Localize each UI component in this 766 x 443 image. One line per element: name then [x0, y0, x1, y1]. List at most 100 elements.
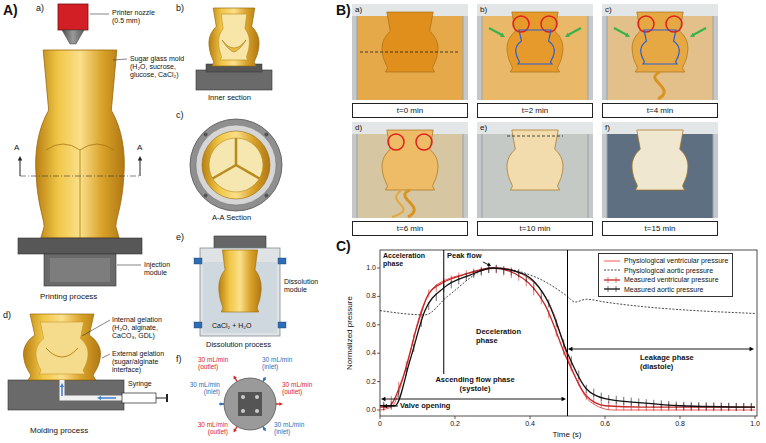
screw-hole [255, 409, 259, 413]
leaflet [46, 348, 78, 357]
leaflet-line [235, 138, 238, 165]
photo-panel: c) [602, 4, 718, 100]
photo-panel: d) [352, 122, 468, 218]
part-label: Syringe [128, 380, 152, 388]
port-connector [194, 258, 202, 264]
flow-rate-label: 30 mL/min (outlet) [198, 356, 240, 371]
panel-letter: f) [605, 123, 610, 132]
photo [352, 4, 468, 100]
syringe-body [122, 393, 156, 403]
tick-mark [380, 416, 381, 419]
error-bar [541, 291, 542, 299]
hydrogel-valve [382, 12, 438, 72]
time-caption: t=0 min [397, 106, 423, 116]
green-arrow [568, 28, 581, 35]
tick-label: 0.0 [366, 406, 376, 414]
inlet-arrow [263, 427, 266, 431]
phase-annotation: Acceleration phase [383, 252, 441, 268]
phase-divider [567, 250, 568, 416]
phase-annotation: Deceleration phase [476, 328, 538, 345]
flow-arrow-head [97, 396, 101, 400]
tick-label: 1.0 [366, 264, 376, 272]
tick-mark [530, 416, 531, 419]
injection-module-face [50, 258, 110, 282]
tick-label: 0.2 [450, 420, 460, 428]
time-caption-box: t=2 min [477, 103, 593, 118]
port-connector [278, 258, 286, 264]
tick-mark [377, 381, 380, 382]
highlight-circle [416, 134, 432, 150]
tank-background [602, 122, 718, 218]
legend-error-bar [608, 277, 609, 283]
inlet-arrow [220, 402, 224, 406]
screw-hole [204, 133, 208, 137]
nozzle-tip [62, 30, 84, 44]
tank-background [477, 122, 593, 218]
panel-letter: c) [605, 5, 612, 14]
highlight-circle [388, 134, 404, 150]
tick-mark [377, 324, 380, 325]
step-caption: Dissolution process [206, 341, 271, 350]
legend-row: Measured ventricular pressure [603, 275, 728, 285]
legend-line [604, 270, 620, 271]
photo [477, 122, 593, 218]
part-label: Sugar glass mold (H₂O, sucrose, glucose,… [130, 55, 192, 79]
panel-label: B) [336, 2, 351, 18]
syringe-plunger [166, 394, 168, 402]
tank-edge [713, 134, 714, 218]
tick-label: 0.2 [366, 378, 376, 386]
legend-line [604, 279, 620, 280]
step-caption: Molding process [30, 426, 88, 435]
tank-background [477, 4, 593, 100]
error-bar [593, 389, 594, 397]
syringe-plunger [156, 398, 166, 399]
photo-panel: b) [477, 4, 593, 100]
legend-line [604, 289, 620, 290]
time-caption: t=6 min [397, 224, 423, 234]
phase-annotation: Ascending flow phase (systole) [419, 376, 531, 393]
tank-edge [463, 16, 464, 100]
flow-rate-label: 30 mL/min (outlet) [282, 381, 326, 396]
mold-section [209, 8, 259, 66]
arrow-head [562, 397, 566, 402]
phase-span-arrow [571, 349, 751, 350]
leader-line [102, 354, 110, 358]
tick-label: 0 [378, 420, 382, 428]
leader-line [90, 14, 109, 15]
phase-divider [443, 250, 444, 374]
time-caption-box: t=0 min [352, 103, 468, 118]
screw-hole [255, 395, 259, 399]
hydrogel-valve [632, 12, 688, 72]
legend-error-bar [608, 286, 609, 292]
subpanel-label: b) [176, 3, 184, 13]
screw-hole [241, 395, 245, 399]
error-bar [488, 265, 489, 273]
section-arrow-head [18, 156, 23, 160]
legend-line [604, 260, 620, 261]
tank-background [602, 4, 718, 100]
green-arrow-head [690, 33, 695, 37]
legend-line-sample [603, 266, 621, 274]
legend-label: Physiological aortic pressure [624, 267, 713, 274]
screw-hole [264, 133, 268, 137]
tick-mark [377, 353, 380, 354]
section-ring [196, 125, 276, 205]
tank-background [352, 4, 468, 100]
error-bar [601, 400, 602, 408]
sugar-glass-mold [23, 314, 100, 380]
tick-label: 0.8 [366, 292, 376, 300]
error-bar [511, 268, 512, 276]
tank-edge [588, 134, 589, 218]
photo [602, 4, 718, 100]
subpanel-label: a) [36, 3, 44, 13]
outlet-arrow [279, 402, 283, 406]
tank-edge [607, 134, 608, 218]
legend-label: Measured aortic pressure [624, 286, 703, 293]
error-bar [436, 284, 437, 292]
green-arrow-head [625, 33, 630, 37]
section-arrow [140, 160, 141, 176]
tick-mark [680, 416, 681, 419]
legend-line-sample [603, 276, 621, 284]
tick-mark [377, 296, 380, 297]
sugar-glass-mold [219, 250, 261, 312]
